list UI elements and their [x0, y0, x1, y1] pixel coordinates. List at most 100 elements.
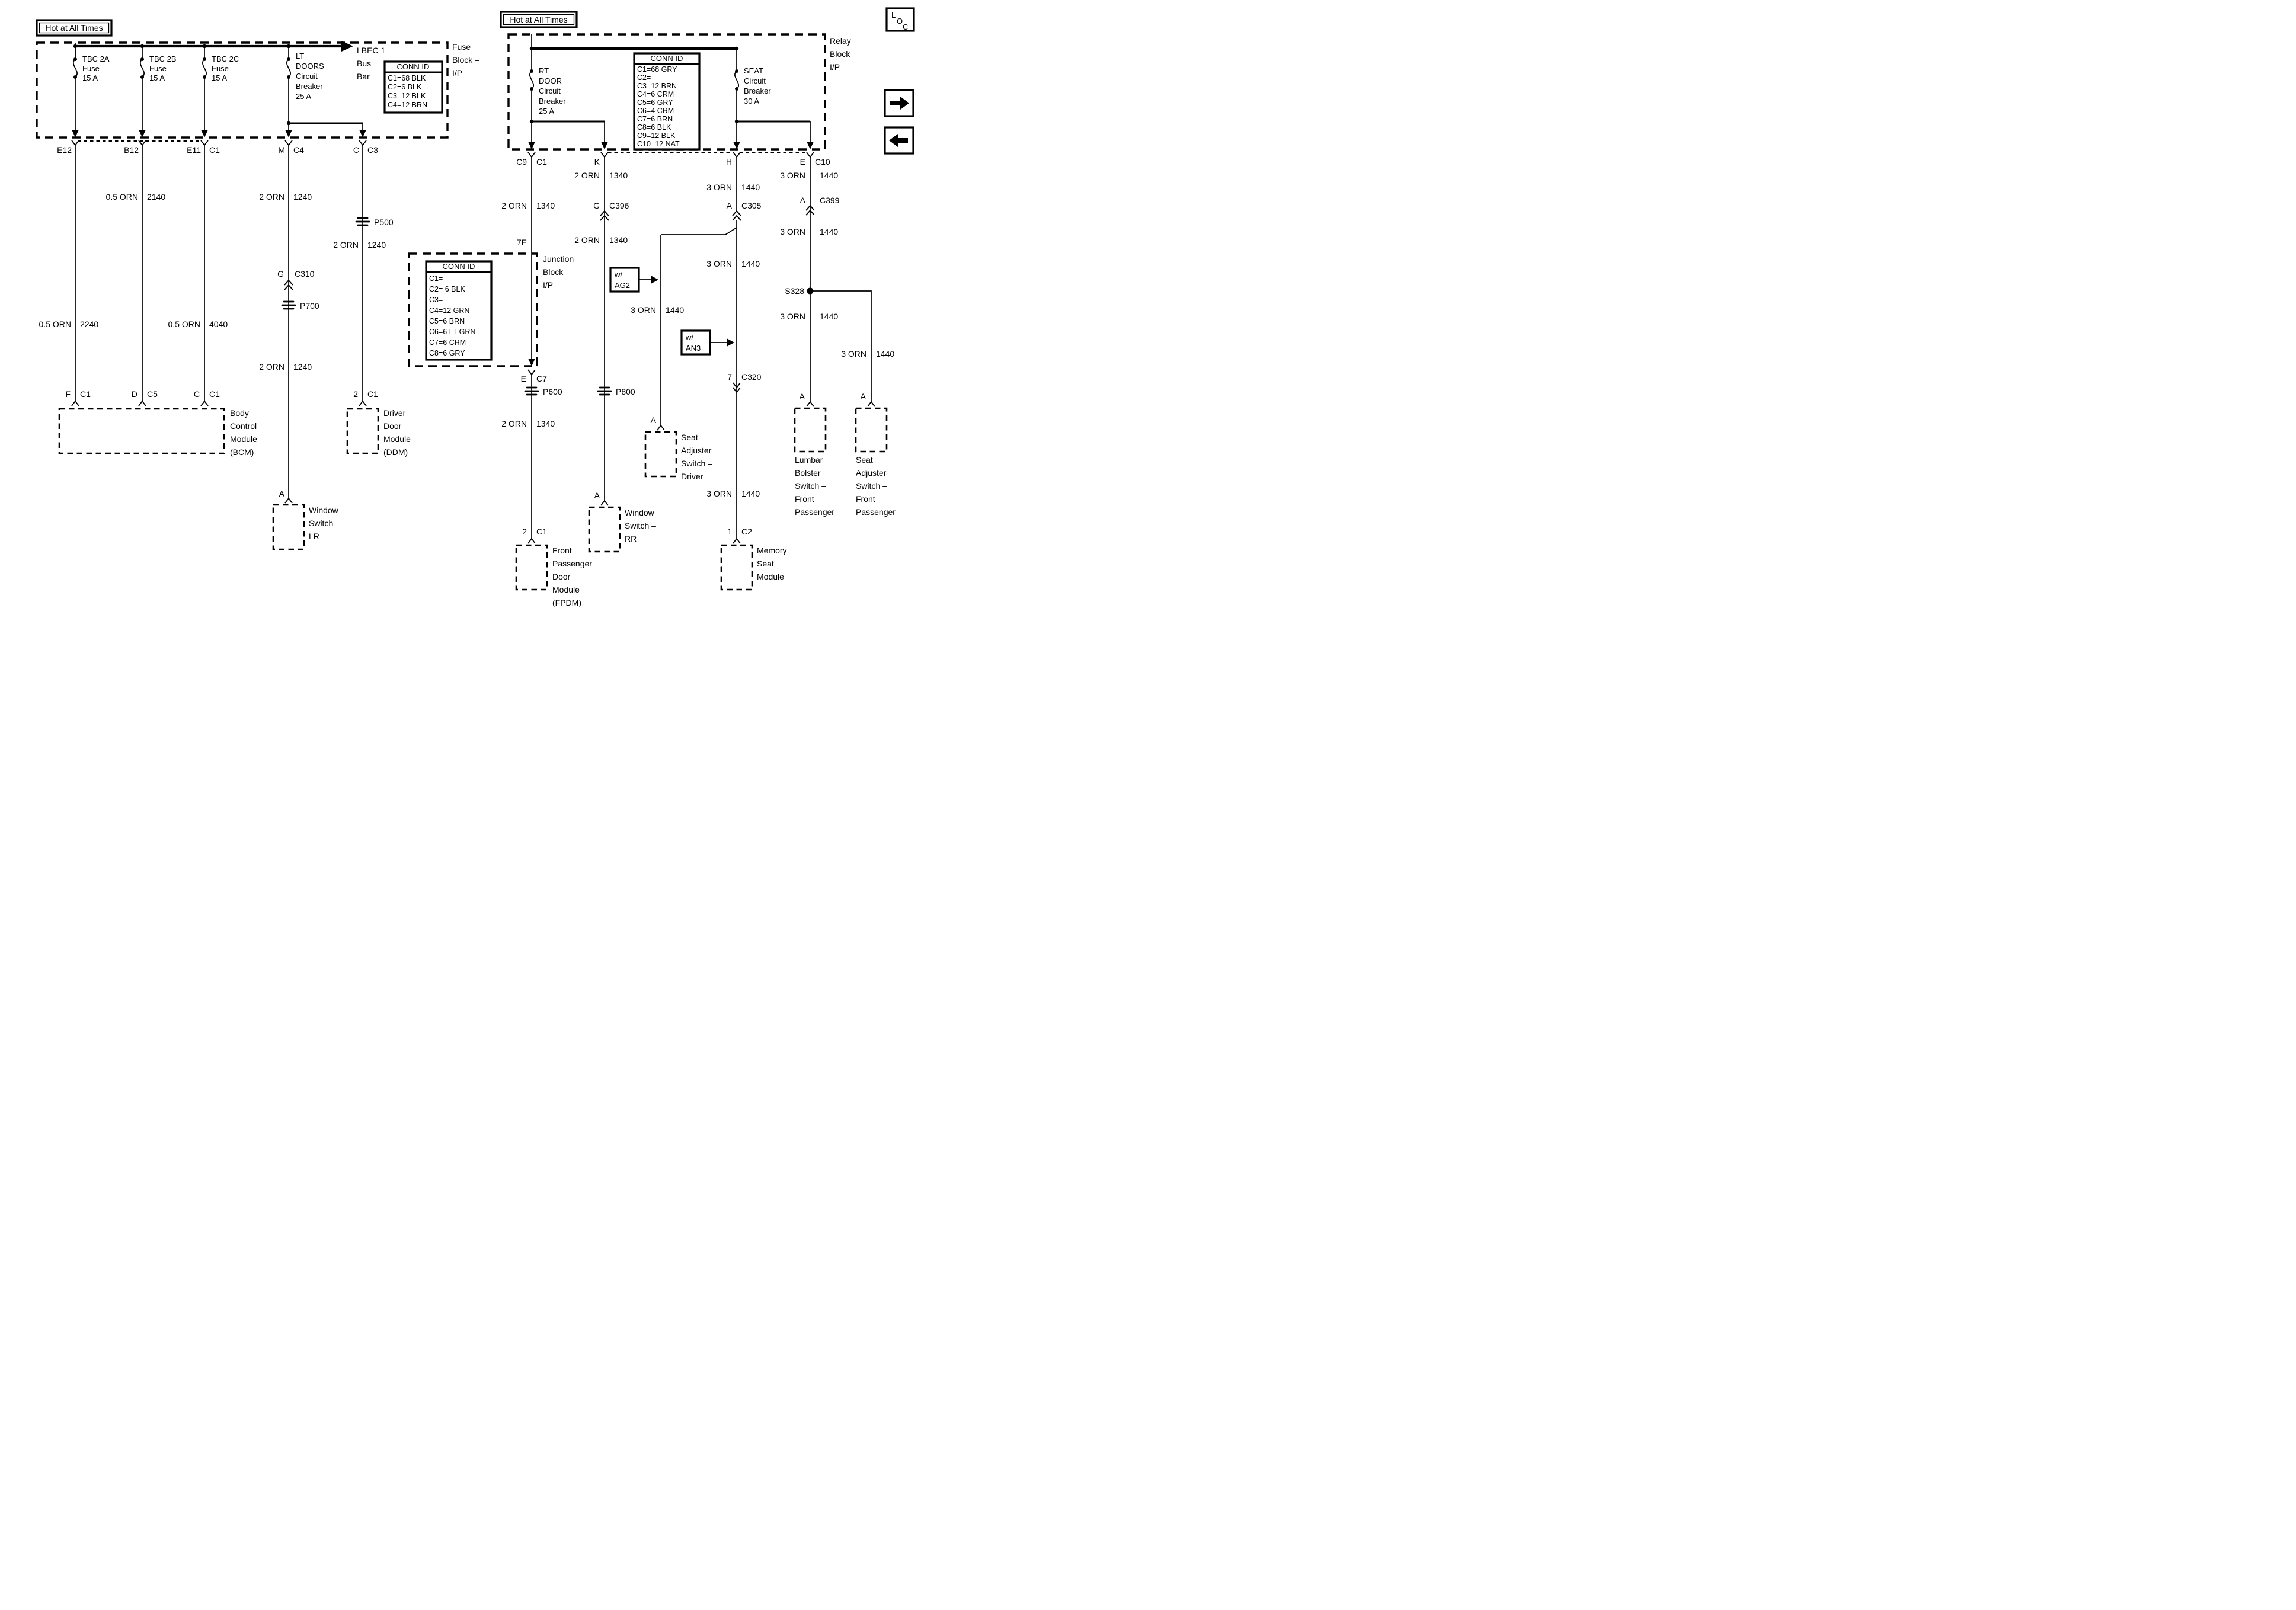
breaker-label-line: 30 A: [744, 97, 759, 105]
left-arrowhead: [889, 134, 898, 147]
relay-block-ip: Hot at All Times Relay Block – I/P RT DO…: [500, 11, 857, 167]
connector-label: C2: [741, 527, 752, 536]
pin-label: A: [800, 196, 806, 205]
lumbar-switch-name-line: Bolster: [795, 468, 821, 478]
conn-id-row: C1=68 GRY: [637, 65, 677, 73]
pin-label: C: [353, 145, 359, 155]
lt-doors-circuit-breaker: LT DOORS Circuit Breaker 25 A: [286, 46, 363, 131]
wire-circuit-label: 1240: [367, 240, 386, 249]
pin-label: A: [800, 392, 805, 401]
splice-label: S328: [785, 286, 804, 296]
module-pin-chevron: [600, 500, 609, 506]
pin-label: E12: [57, 145, 72, 155]
memory-seat-name-line: Seat: [757, 559, 774, 568]
wire-gauge-label: 0.5 ORN: [39, 319, 71, 329]
conn-id-table-fuse-block: CONN ID C1=68 BLK C2=6 BLK C3=12 BLK C4=…: [383, 60, 443, 114]
inline-connector-chevron: [284, 279, 293, 286]
splice-p600: P600: [524, 386, 562, 396]
inline-connector-chevron: [732, 210, 741, 216]
fpdm-name-line: Front: [552, 546, 572, 555]
module-pin-chevron: [284, 497, 293, 504]
breaker-label-line: Breaker: [539, 97, 566, 105]
branch-to-seat-adjuster-fp: [810, 290, 872, 402]
fuse-label-line: 15 A: [82, 73, 98, 82]
seat-adjuster-fp-outline: [855, 407, 888, 453]
wire-circuit-label: 1240: [293, 362, 312, 372]
module-pin-chevron: [733, 537, 741, 544]
wire-circuit-label: 1240: [293, 192, 312, 201]
breaker-label-line: Circuit: [296, 72, 318, 81]
pin-label: A: [594, 491, 600, 500]
option-tag-an3: w/ AN3: [680, 329, 734, 356]
fuse-tbc-2a: TBC 2A Fuse 15 A: [73, 46, 110, 131]
junction-block-ip: 7E Junction Block – I/P CONN ID C1= --- …: [408, 238, 574, 383]
connector-label: C310: [295, 269, 315, 279]
wire-gauge-label: 3 ORN: [706, 489, 732, 498]
fuse-label-line: Fuse: [212, 64, 229, 73]
connector-label: C1: [80, 389, 91, 399]
conn-id-row: C5=6 GRY: [637, 98, 673, 107]
fuse-label-line: TBC 2A: [82, 55, 110, 63]
hot-at-all-times-label: Hot at All Times: [45, 23, 103, 33]
connector-label: C305: [741, 201, 762, 210]
front-passenger-door-module: 2 C1 Front Passenger Door Module (FPDM): [515, 527, 592, 607]
seat-adjuster-switch-driver: A Seat Adjuster Switch – Driver: [644, 415, 712, 481]
module-pin-chevron: [359, 400, 367, 406]
option-tag-line: w/: [685, 333, 693, 342]
conn-id-table-relay-block: CONN ID C1=68 GRY C2= --- C3=12 BRN C4=6…: [633, 52, 701, 151]
pin-label: G: [593, 201, 600, 210]
window-switch-lr: A Window Switch – LR: [272, 489, 340, 550]
inline-connector-chevron: [732, 215, 741, 221]
wire-gauge-label: 3 ORN: [706, 183, 732, 192]
previous-page-button[interactable]: [884, 126, 914, 155]
relay-block-name-line: Block –: [830, 49, 857, 59]
pin-label: 1: [727, 527, 732, 536]
fuse-block-ip: Hot at All Times Fuse Block – I/P LBEC 1…: [36, 19, 479, 155]
wiring-diagram-page: Hot at All Times Fuse Block – I/P LBEC 1…: [0, 0, 919, 646]
bus-label-line: Bus: [357, 59, 371, 68]
fuse-label-line: Fuse: [82, 64, 100, 73]
splice-p800: P800: [597, 386, 635, 396]
next-page-button[interactable]: [884, 89, 914, 117]
conn-id-title: CONN ID: [651, 54, 683, 63]
pin-label: C: [194, 389, 200, 399]
conn-id-row: C7=6 CRM: [429, 338, 466, 347]
window-switch-lr-name-line: Window: [309, 505, 339, 515]
lumbar-switch-name-line: Switch –: [795, 481, 826, 491]
conn-id-title: CONN ID: [443, 262, 475, 271]
conn-id-row: C2=6 BLK: [388, 83, 422, 91]
wire-gauge-label: 3 ORN: [780, 312, 805, 321]
seat-circuit-breaker: SEAT Circuit Breaker 30 A: [734, 66, 811, 143]
junction-block-name-line: I/P: [543, 280, 553, 290]
inline-connector-chevron: [805, 209, 815, 216]
window-switch-rr-outline: [588, 506, 621, 553]
pin-label: E11: [187, 145, 201, 155]
lumbar-switch-name-line: Lumbar: [795, 455, 823, 465]
conn-id-row: C1= ---: [429, 274, 452, 283]
nav-icons: L O C: [884, 7, 915, 155]
seat-adjuster-driver-name-line: Seat: [681, 433, 698, 442]
memory-seat-name-line: Module: [757, 572, 784, 581]
fuse-tbc-2b: TBC 2B Fuse 15 A: [140, 46, 177, 131]
connector-label: C1: [209, 389, 220, 399]
inline-connector-chevron: [600, 210, 609, 216]
hot-at-all-times-inner-frame: [503, 14, 575, 25]
module-pin-chevron: [71, 400, 79, 406]
window-switch-rr-name-line: Window: [625, 508, 655, 517]
loc-icon[interactable]: L O C: [885, 7, 915, 32]
connector-label: C1: [209, 145, 220, 155]
exit-arrowhead: [285, 130, 292, 137]
fuse-label-line: 15 A: [149, 73, 165, 82]
inline-connector-chevron: [600, 215, 609, 221]
inline-connector-chevron-down: [733, 382, 741, 389]
wire-gauge-label: 3 ORN: [780, 171, 805, 180]
seat-adjuster-driver-outline: [644, 431, 677, 478]
seat-adjuster-fp-name-line: Front: [856, 494, 875, 504]
connector-label: C3: [367, 145, 378, 155]
fuse-label-line: TBC 2B: [149, 55, 177, 63]
module-pin-chevron: [806, 401, 814, 407]
conn-id-row: C4=6 CRM: [637, 90, 674, 98]
conn-id-table-junction-block: CONN ID C1= --- C2= 6 BLK C3= --- C4=12 …: [425, 260, 493, 361]
junction-block-name-line: Junction: [543, 254, 574, 264]
conn-id-row: C5=6 BRN: [429, 317, 465, 325]
